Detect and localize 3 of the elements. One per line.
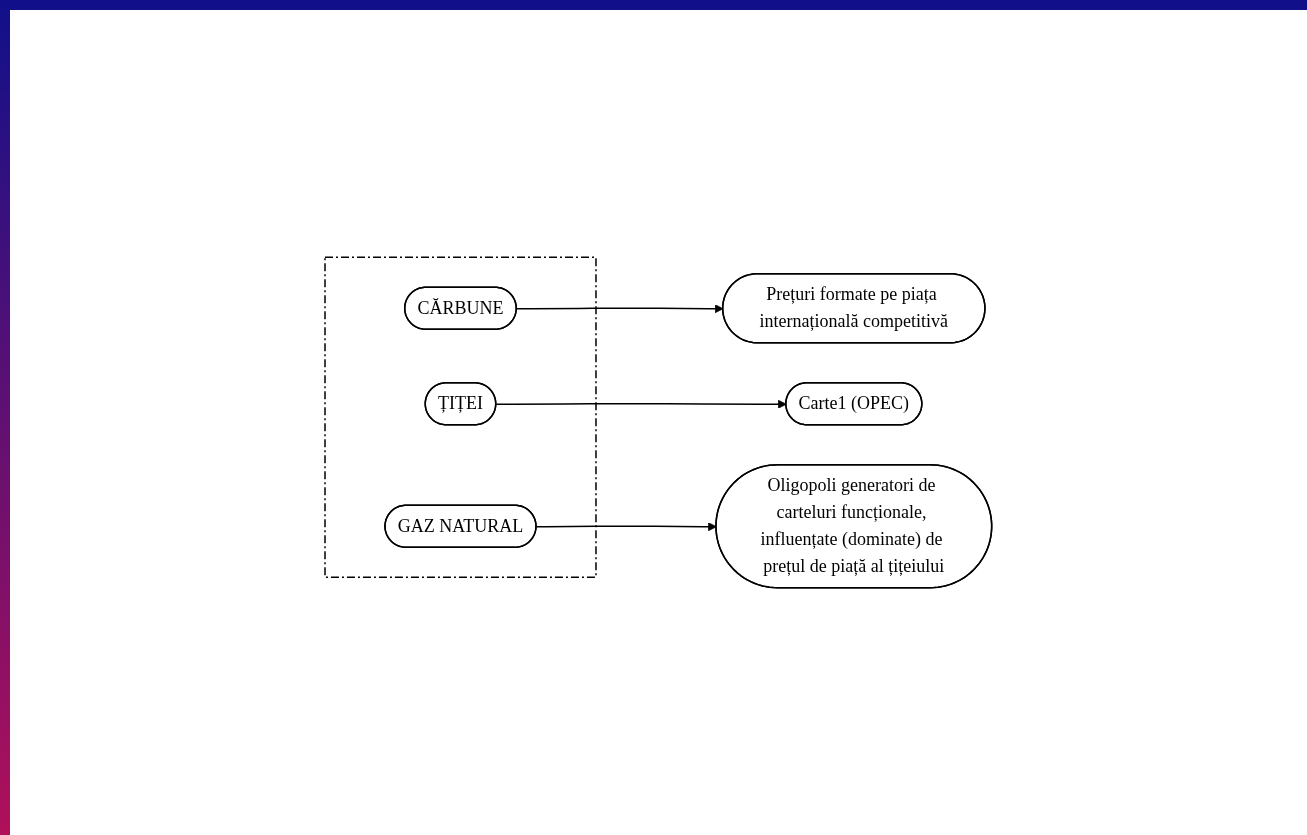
cluster bbox=[324, 256, 597, 578]
arrow bbox=[516, 304, 724, 314]
arrow bbox=[495, 399, 787, 409]
